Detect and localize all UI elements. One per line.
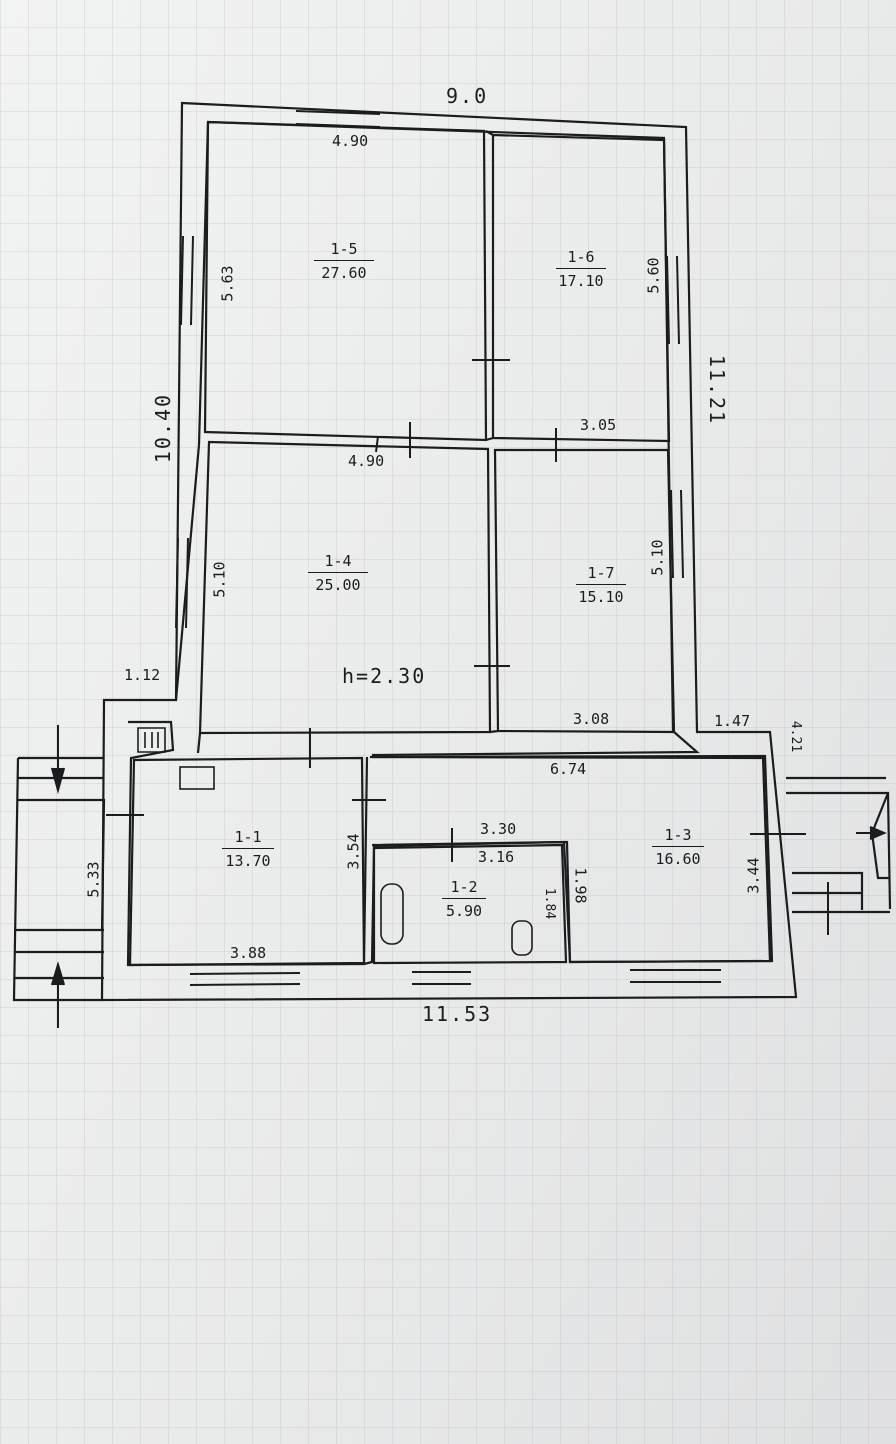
- toilet-fixture: [511, 920, 533, 956]
- room-1-6-outline: [491, 133, 671, 443]
- right-height-label: 11.21: [705, 354, 730, 426]
- dim-r13-top: 6.74: [550, 760, 587, 778]
- dim-r12-side2: 1.98: [571, 867, 590, 904]
- window-right-upper: [666, 255, 680, 345]
- window-top: [295, 110, 381, 128]
- window-left-upper: [180, 235, 194, 326]
- dim-wing-left: 1.12: [124, 666, 161, 684]
- dim-porch-left: 5.33: [84, 861, 103, 898]
- dim-r15-side: 5.63: [218, 265, 237, 302]
- window-bottom-3: [630, 969, 721, 983]
- total-width-label: 11.53: [422, 1002, 493, 1026]
- dim-right-small: 4.21: [788, 720, 804, 753]
- bathtub-fixture: [380, 883, 404, 945]
- stove-fixture: [179, 766, 215, 790]
- dim-r12-outer: 3.30: [480, 820, 517, 838]
- dim-r14-side: 5.10: [210, 561, 229, 598]
- dim-r13-side: 3.44: [744, 857, 763, 894]
- room-1-1-outline: [128, 756, 366, 967]
- outer-wall-outer: [100, 101, 798, 1002]
- dim-r16-bottom: 3.05: [580, 416, 617, 434]
- window-left-lower: [175, 537, 189, 629]
- window-right-lower: [670, 489, 684, 579]
- room-1-2-outline: [372, 843, 568, 965]
- dim-r11-side: 3.54: [344, 833, 363, 870]
- dim-r11-bottom: 3.88: [230, 944, 267, 962]
- window-bottom-2: [412, 971, 471, 985]
- dim-r16-side: 5.60: [644, 257, 663, 294]
- dim-r14-top: 4.90: [348, 452, 385, 470]
- dim-r17-bottom: 3.08: [573, 710, 610, 728]
- left-height-label: 10.40: [151, 392, 176, 464]
- window-bottom-1: [189, 972, 301, 986]
- overall-width-label: 9.0: [446, 84, 489, 108]
- dim-r15-top: 4.90: [332, 132, 369, 150]
- dim-r17-side: 5.10: [648, 539, 667, 576]
- room-1-3-outline: [371, 755, 772, 964]
- dim-r12-top: 3.16: [478, 848, 515, 866]
- ceiling-height-label: h=2.30: [342, 664, 427, 688]
- dim-wing-right: 1.47: [714, 712, 751, 730]
- heater-fixture: [137, 727, 166, 753]
- dim-r12-side: 1.84: [542, 887, 558, 920]
- right-porch: [786, 776, 892, 914]
